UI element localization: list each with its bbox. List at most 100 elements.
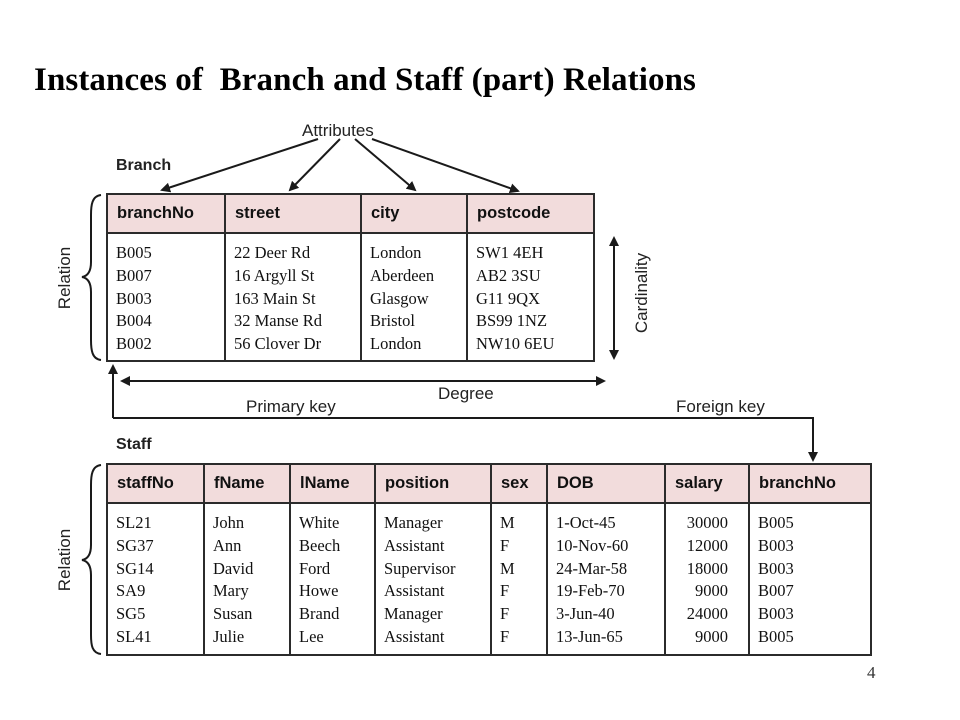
branch-col-branchno: B005 B007 B003 B004 B002 bbox=[107, 233, 225, 361]
table-cell: 22 Deer Rd bbox=[234, 243, 311, 262]
table-cell: Howe bbox=[299, 581, 339, 601]
table-cell: Ford bbox=[299, 558, 331, 578]
table-cell: B003 bbox=[116, 288, 152, 308]
staff-column-header: staffNo bbox=[107, 464, 204, 504]
table-cell: B005 bbox=[758, 513, 794, 532]
table-cell: BS99 1NZ bbox=[476, 311, 548, 331]
relation-brace-branch bbox=[81, 194, 102, 361]
table-cell: Assistant bbox=[384, 535, 445, 555]
table-cell: AB2 3SU bbox=[476, 265, 541, 285]
table-cell: SW1 4EH bbox=[476, 243, 544, 262]
table-cell: 18000 bbox=[686, 558, 728, 578]
table-cell: Lee bbox=[299, 626, 324, 646]
table-cell: Manager bbox=[384, 604, 443, 624]
branch-col-city: London Aberdeen Glasgow Bristol London bbox=[360, 233, 467, 361]
table-cell: SA9 bbox=[116, 581, 146, 601]
table-cell: NW10 6EU bbox=[476, 334, 555, 354]
staff-table: staffNo fName lName position sex DOB sal… bbox=[106, 463, 872, 656]
staff-column-header: salary bbox=[664, 464, 749, 504]
staff-col-position: Manager Assistant Supervisor Assistant M… bbox=[374, 503, 491, 655]
table-cell: G11 9QX bbox=[476, 288, 541, 308]
staff-column-header: branchNo bbox=[748, 464, 871, 504]
table-cell: SL21 bbox=[116, 513, 152, 532]
table-cell: Bristol bbox=[370, 311, 415, 331]
table-cell: London bbox=[370, 243, 422, 262]
attribute-arrow-city bbox=[354, 138, 417, 192]
table-cell: 30000 bbox=[686, 513, 728, 532]
table-cell: 19-Feb-70 bbox=[556, 581, 625, 601]
foreign-key-label: Foreign key bbox=[676, 397, 765, 416]
table-cell: White bbox=[299, 513, 340, 532]
degree-label: Degree bbox=[438, 384, 494, 403]
table-cell: F bbox=[500, 581, 510, 601]
table-cell: 13-Jun-65 bbox=[556, 626, 623, 646]
table-cell: B007 bbox=[116, 265, 152, 285]
branch-col-street: 22 Deer Rd 16 Argyll St 163 Main St 32 M… bbox=[224, 233, 361, 361]
table-cell: Glasgow bbox=[370, 288, 429, 308]
table-cell: 16 Argyll St bbox=[234, 265, 315, 285]
table-cell: F bbox=[500, 626, 510, 646]
table-cell: Julie bbox=[213, 626, 245, 646]
staff-col-sex: M F M F F F bbox=[490, 503, 547, 655]
table-cell: SG37 bbox=[116, 535, 154, 555]
staff-col-salary: 30000 12000 18000 9000 24000 9000 bbox=[664, 503, 749, 655]
table-cell: Mary bbox=[213, 581, 249, 601]
table-cell: B003 bbox=[758, 558, 794, 578]
table-cell: F bbox=[500, 535, 510, 555]
relation-label-bottom: Relation bbox=[55, 528, 74, 592]
table-cell: 1-Oct-45 bbox=[556, 513, 616, 532]
staff-column-header: lName bbox=[289, 464, 375, 504]
table-cell: F bbox=[500, 604, 510, 624]
relation-label-top: Relation bbox=[55, 246, 74, 310]
table-cell: B003 bbox=[758, 604, 794, 624]
branch-column-header: city bbox=[360, 194, 467, 234]
branch-table: branchNo street city postcode B005 B007 … bbox=[106, 193, 595, 362]
staff-col-lname: White Beech Ford Howe Brand Lee bbox=[289, 503, 375, 655]
table-cell: B003 bbox=[758, 535, 794, 555]
table-cell: London bbox=[370, 334, 422, 354]
table-cell: Manager bbox=[384, 513, 443, 532]
branch-data-row: B005 B007 B003 B004 B002 22 Deer Rd 16 A… bbox=[107, 233, 594, 361]
table-cell: 56 Clover Dr bbox=[234, 334, 322, 354]
table-cell: Beech bbox=[299, 535, 341, 555]
table-cell: B005 bbox=[758, 626, 794, 646]
table-cell: Assistant bbox=[384, 626, 445, 646]
staff-column-header: fName bbox=[203, 464, 290, 504]
table-cell: Supervisor bbox=[384, 558, 456, 578]
table-cell: Susan bbox=[213, 604, 253, 624]
table-cell: John bbox=[213, 513, 245, 532]
staff-col-branchno: B005 B003 B003 B007 B003 B005 bbox=[748, 503, 871, 655]
table-cell: M bbox=[500, 513, 515, 532]
relation-brace-staff bbox=[81, 464, 102, 655]
table-cell: SL41 bbox=[116, 626, 152, 646]
staff-col-staffno: SL21 SG37 SG14 SA9 SG5 SL41 bbox=[107, 503, 204, 655]
branch-col-postcode: SW1 4EH AB2 3SU G11 9QX BS99 1NZ NW10 6E… bbox=[466, 233, 594, 361]
staff-data-row: SL21 SG37 SG14 SA9 SG5 SL41 John Ann Dav… bbox=[107, 503, 871, 655]
staff-col-dob: 1-Oct-45 10-Nov-60 24-Mar-58 19-Feb-70 3… bbox=[546, 503, 665, 655]
table-cell: Aberdeen bbox=[370, 265, 435, 285]
table-cell: 24000 bbox=[686, 604, 728, 624]
table-cell: 9000 bbox=[695, 626, 728, 646]
attribute-arrow-postcode bbox=[371, 138, 520, 194]
table-cell: M bbox=[500, 558, 515, 578]
table-cell: 9000 bbox=[695, 581, 728, 601]
staff-column-header: sex bbox=[490, 464, 547, 504]
table-cell: Brand bbox=[299, 604, 340, 624]
table-cell: 32 Manse Rd bbox=[234, 311, 322, 331]
table-cell: 12000 bbox=[686, 535, 728, 555]
attribute-arrow-branchno bbox=[160, 138, 319, 193]
staff-column-header: position bbox=[374, 464, 491, 504]
table-cell: B005 bbox=[116, 243, 152, 262]
table-cell: David bbox=[213, 558, 254, 578]
table-cell: B002 bbox=[116, 334, 152, 354]
branch-column-header: postcode bbox=[466, 194, 594, 234]
table-cell: Assistant bbox=[384, 581, 445, 601]
attribute-arrow-street bbox=[288, 138, 341, 192]
staff-relation-label: Staff bbox=[116, 436, 152, 453]
primary-key-label: Primary key bbox=[246, 397, 336, 416]
attribute-arrows bbox=[160, 138, 520, 194]
table-cell: B004 bbox=[116, 311, 152, 331]
staff-column-header: DOB bbox=[546, 464, 665, 504]
table-cell: SG5 bbox=[116, 604, 146, 624]
